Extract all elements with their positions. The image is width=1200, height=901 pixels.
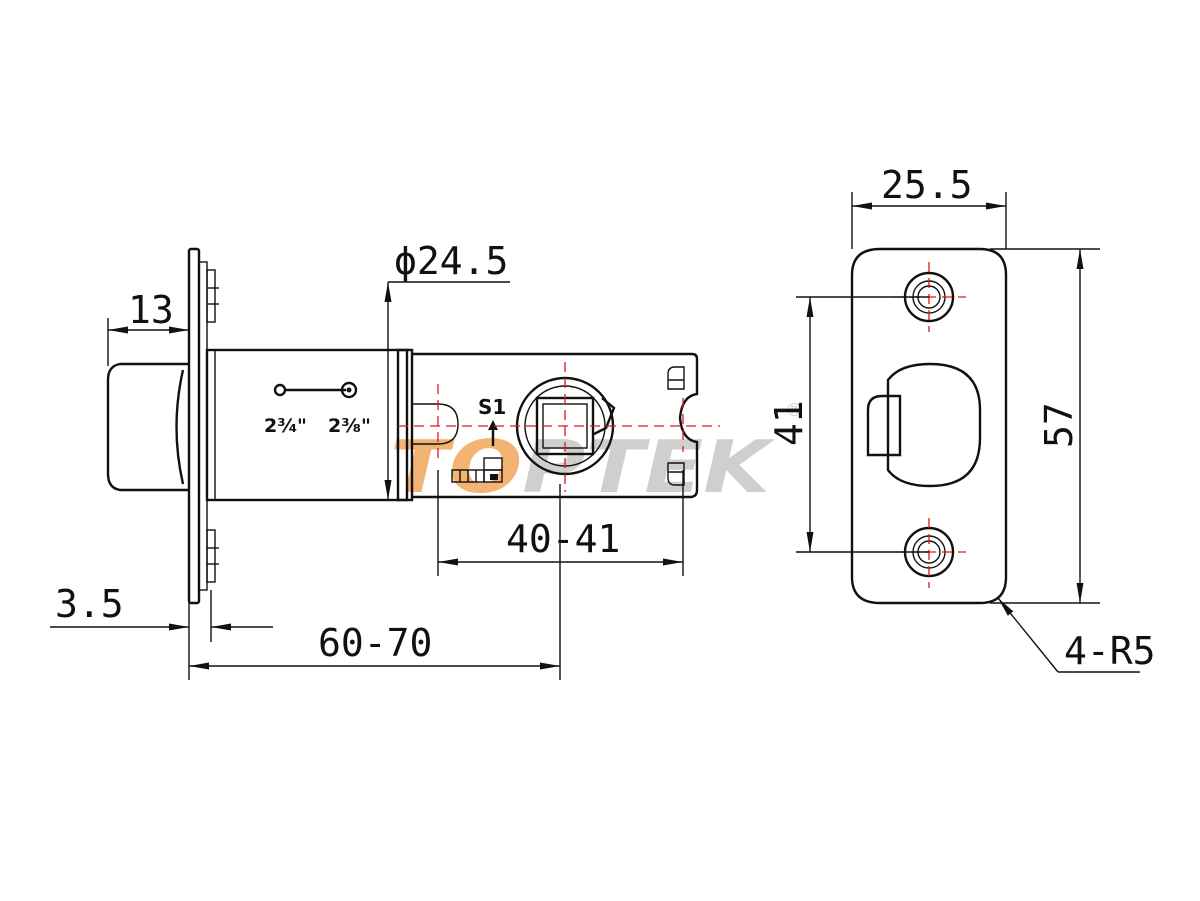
latch-body-view: 2³⁄₄" 2³⁄₈" S1 — [106, 247, 720, 605]
dim-57: 57 — [1037, 402, 1081, 448]
latch-housing — [205, 348, 409, 502]
latch-bolt — [106, 362, 189, 492]
dim-3-5: 3.5 — [55, 582, 124, 626]
left-dimensions: 13 ϕ24.5 40-41 3.5 60-70 — [50, 239, 684, 680]
centerlines-left — [398, 362, 720, 492]
face-plate — [187, 247, 201, 605]
dim-41: 41 — [767, 400, 811, 446]
centerlines-right — [894, 262, 966, 588]
frame-slot — [412, 403, 459, 445]
orientation-icon — [451, 457, 503, 483]
dim-25-5: 25.5 — [881, 163, 973, 207]
strike-lip — [866, 394, 902, 457]
dim-13: 13 — [128, 288, 174, 332]
watermark-registered-mark: ® — [785, 400, 803, 421]
strike-plate-outline — [850, 247, 1008, 605]
s1-label: S1 — [478, 395, 506, 419]
plate-studs — [206, 269, 219, 583]
rear-frame — [412, 352, 699, 499]
housing-collar — [396, 348, 414, 502]
dim-corner-radius: 4-R5 — [1064, 629, 1156, 673]
dim-40-41: 40-41 — [506, 517, 620, 561]
backset-label-small: 2³⁄₄" — [264, 415, 307, 437]
backset-selector: 2³⁄₄" 2³⁄₈" — [264, 381, 371, 437]
s1-marker: S1 — [478, 395, 506, 446]
strike-plate-view — [850, 247, 1008, 605]
dim-60-70: 60-70 — [318, 621, 432, 665]
right-dimensions: 25.5 57 41 4-R5 — [767, 163, 1156, 673]
frame-slot-lower — [667, 462, 685, 486]
frame-slot-upper — [667, 366, 685, 390]
backset-label-large: 2³⁄₈" — [328, 415, 371, 437]
strike-opening — [886, 362, 982, 488]
dim-diameter: ϕ24.5 — [394, 239, 508, 283]
